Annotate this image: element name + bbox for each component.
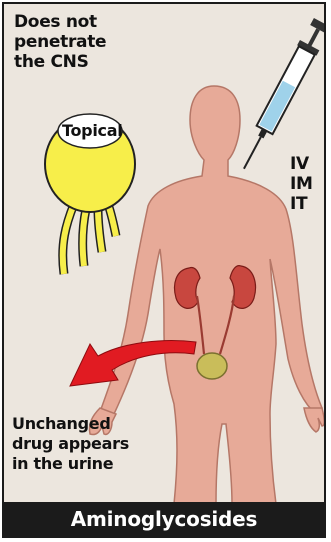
topical-label: Topical [62, 121, 122, 141]
right-hand [304, 408, 324, 432]
urine-label-line-3: in the urine [12, 454, 129, 474]
urine-label-line-2: drug appears [12, 434, 129, 454]
aminoglycosides-card: Does not penetrate the CNS Topical IV IM… [2, 2, 326, 538]
route-labels: IV IM IT [290, 154, 313, 214]
syringe-icon [234, 17, 324, 174]
cns-label-line-3: the CNS [14, 52, 106, 72]
cns-label: Does not penetrate the CNS [14, 12, 106, 72]
bladder [197, 353, 227, 379]
title-bar: Aminoglycosides [4, 502, 324, 536]
urine-label-line-1: Unchanged [12, 414, 129, 434]
diagram-title: Aminoglycosides [71, 507, 258, 531]
cns-label-line-2: penetrate [14, 32, 106, 52]
route-iv: IV [290, 154, 313, 174]
route-im: IM [290, 174, 313, 194]
route-it: IT [290, 194, 313, 214]
cns-label-line-1: Does not [14, 12, 106, 32]
urine-label: Unchanged drug appears in the urine [12, 414, 129, 474]
